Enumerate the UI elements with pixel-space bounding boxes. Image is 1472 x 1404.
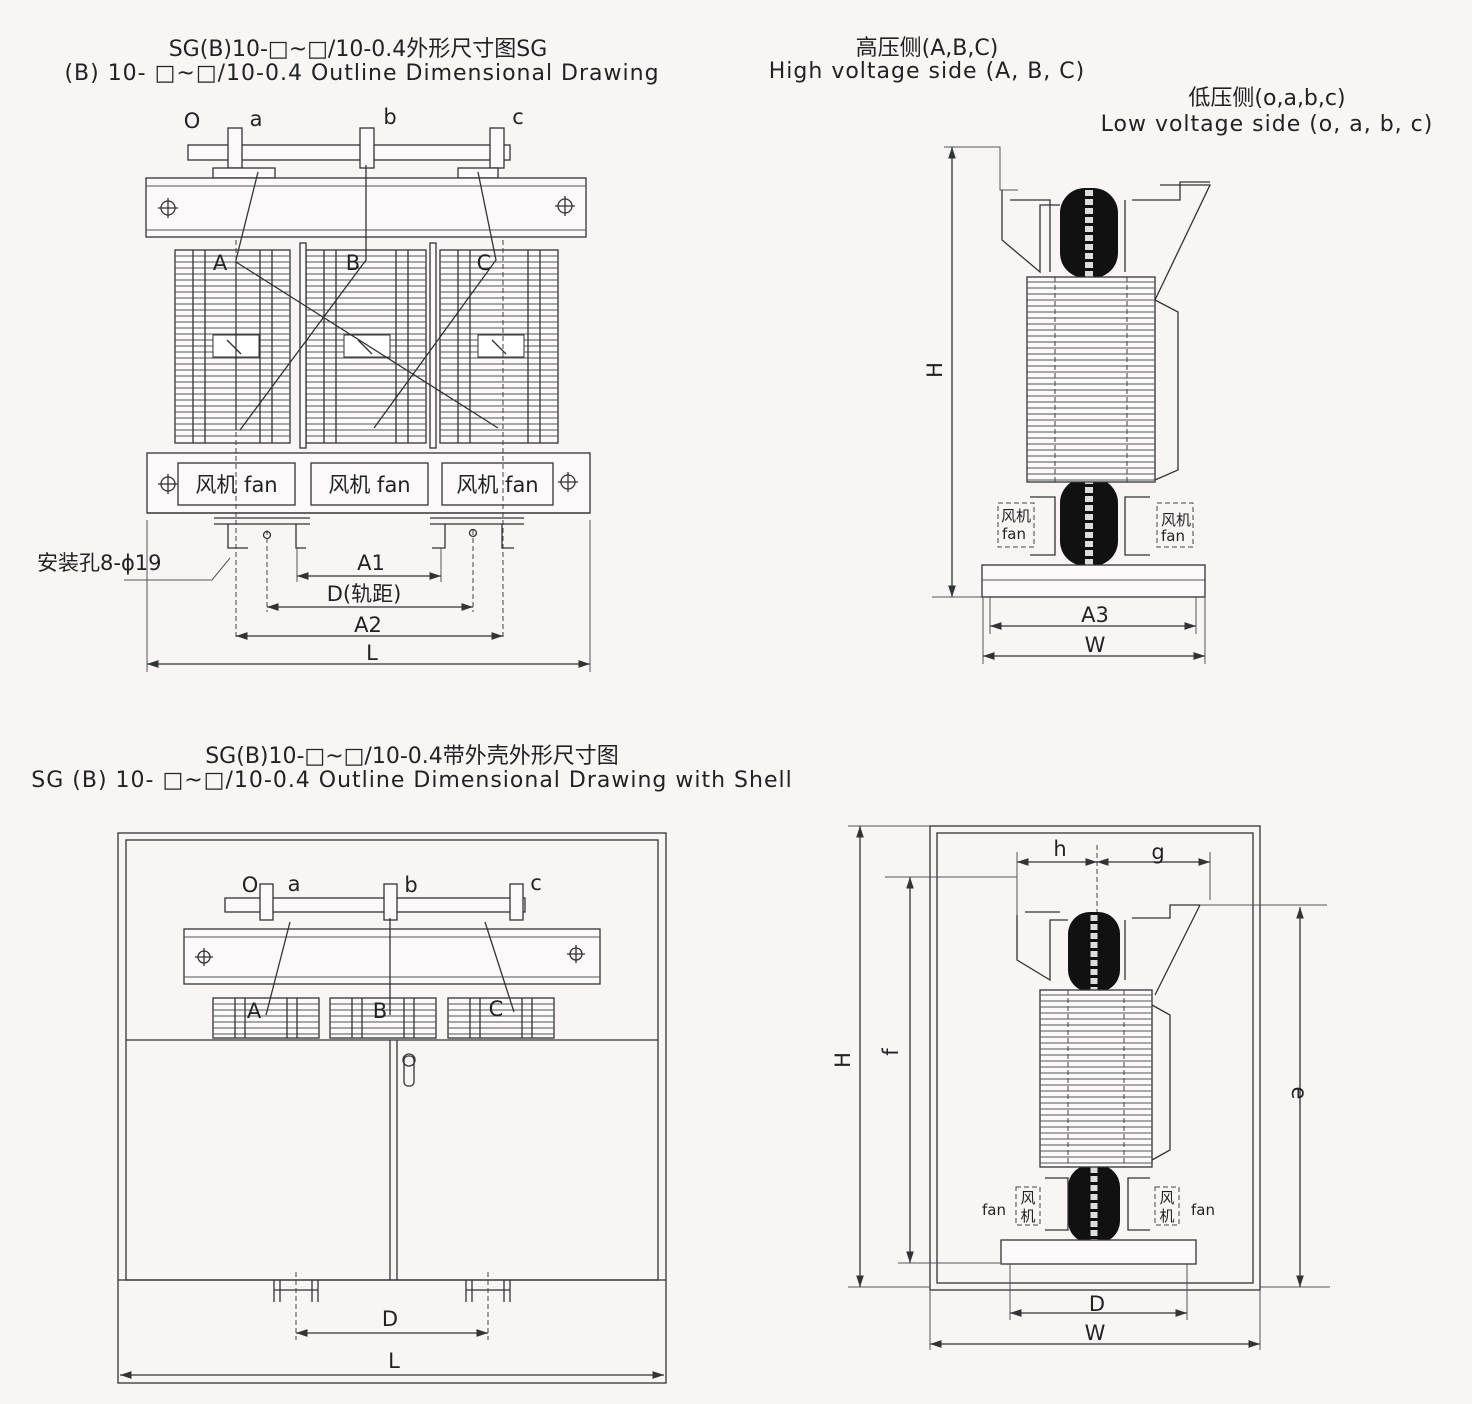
dim-h-label: H	[831, 1052, 855, 1068]
door-handle-icon	[402, 1053, 416, 1087]
fan-label-cn: 机	[1020, 1207, 1035, 1225]
fan-box	[441, 462, 554, 506]
gauge-icon	[477, 334, 525, 358]
shell-title-cn: SG(B)10-□~□/10-0.4带外壳外形尺寸图	[205, 744, 619, 769]
terminal-label-c: c	[512, 105, 524, 129]
fan-label: 风机 fan	[328, 473, 410, 497]
core-bottom	[1060, 478, 1118, 566]
dim-w-label: W	[1085, 1321, 1106, 1345]
phase-label-b: B	[346, 251, 360, 275]
dim-a3-label: A3	[1081, 603, 1109, 627]
hv-side-en: High voltage side (A, B, C)	[769, 59, 1085, 84]
coil-side	[1026, 276, 1156, 483]
fan-label-en: fan	[1191, 1201, 1215, 1219]
phase-label-c: C	[477, 251, 492, 275]
terminal-post	[383, 883, 398, 921]
terminal-post	[489, 127, 505, 169]
terminal-label-b: b	[383, 105, 396, 129]
mount-hole-label: 安装孔8-ϕ19	[37, 551, 162, 575]
top-title-en: (B) 10- □~□/10-0.4 Outline Dimensional D…	[64, 61, 659, 86]
dim-f-label: f	[879, 1048, 903, 1056]
terminal-post	[509, 883, 524, 921]
bolt-icon	[558, 472, 578, 492]
fan-label-cn: 机	[1159, 1207, 1174, 1225]
fan-label-cn: 风机	[1161, 511, 1191, 529]
base	[981, 564, 1206, 598]
gauge-needle	[491, 339, 507, 355]
fan-label: 风机 fan	[456, 473, 538, 497]
bolt-icon	[567, 945, 585, 963]
hv-side-cn: 高压侧(A,B,C)	[856, 36, 999, 61]
dim-h-label: H	[923, 362, 947, 378]
fan-label-cn: 风机	[1001, 507, 1031, 525]
bolt-icon	[158, 474, 178, 494]
shell-outline	[929, 825, 1261, 1291]
terminal-label-a: a	[288, 872, 301, 896]
dim-e-label: e	[1287, 1087, 1311, 1100]
fan-label-en: fan	[1002, 525, 1026, 543]
dim-a2-label: A2	[354, 613, 382, 637]
fan-label-en: fan	[982, 1201, 1006, 1219]
terminal-label-a: a	[250, 107, 263, 131]
core-top	[1060, 188, 1118, 278]
upper-clamp	[183, 928, 601, 985]
gauge-needle	[226, 339, 242, 355]
busbar	[224, 897, 526, 913]
terminal-label-o: O	[184, 109, 201, 133]
top-title-cn: SG(B)10-□~□/10-0.4外形尺寸图SG	[169, 37, 548, 62]
lv-side-en: Low voltage side (o, a, b, c)	[1101, 112, 1434, 137]
dim-h-small-label: h	[1053, 837, 1066, 861]
dim-d-label: D(轨距)	[327, 582, 402, 606]
side-view: H 风机 fan 风机 fan A3 W	[923, 146, 1212, 664]
terminal-label-b: b	[404, 873, 417, 897]
lv-side-cn: 低压侧(o,a,b,c)	[1188, 86, 1345, 111]
busbar	[187, 144, 511, 161]
fan-label-en: fan	[1161, 527, 1185, 545]
phase-label-a: A	[213, 251, 228, 275]
dim-g-label: g	[1151, 840, 1164, 864]
dim-w-label: W	[1085, 633, 1106, 657]
bolt-icon	[195, 948, 213, 966]
bolt-icon	[555, 196, 575, 216]
shell-front-view: O a b c A B C D L	[117, 832, 667, 1384]
dim-d-label: D	[382, 1307, 398, 1331]
dim-l-label: L	[366, 641, 378, 665]
shell-side-view: H f e h g 风 机 风 机 fan fan D W	[831, 825, 1330, 1350]
coil	[329, 997, 437, 1039]
dim-a1-label: A1	[357, 551, 385, 575]
gauge-icon	[343, 334, 391, 358]
dim-d-label: D	[1089, 1292, 1105, 1316]
coil	[212, 997, 320, 1039]
gauge-needle	[357, 339, 373, 355]
coil	[447, 997, 555, 1039]
phase-label-a: A	[247, 999, 262, 1023]
terminal-post	[227, 127, 243, 169]
base	[1000, 1239, 1197, 1265]
phase-label-b: B	[373, 999, 387, 1023]
terminal-label-o: O	[242, 873, 259, 897]
fan-label-cn: 风	[1020, 1189, 1035, 1207]
shell-outline	[117, 832, 667, 1384]
shell-title-en: SG (B) 10- □~□/10-0.4 Outline Dimensiona…	[31, 768, 792, 793]
terminal-label-c: c	[530, 871, 542, 895]
phase-label-c: C	[489, 997, 504, 1021]
core-leg	[429, 242, 437, 449]
terminal-post	[259, 883, 274, 921]
fan-box	[310, 462, 429, 506]
dim-l-label: L	[388, 1349, 400, 1373]
bolt-icon	[158, 198, 178, 218]
fan-label-cn: 风	[1159, 1189, 1174, 1207]
terminal-post	[359, 127, 375, 169]
